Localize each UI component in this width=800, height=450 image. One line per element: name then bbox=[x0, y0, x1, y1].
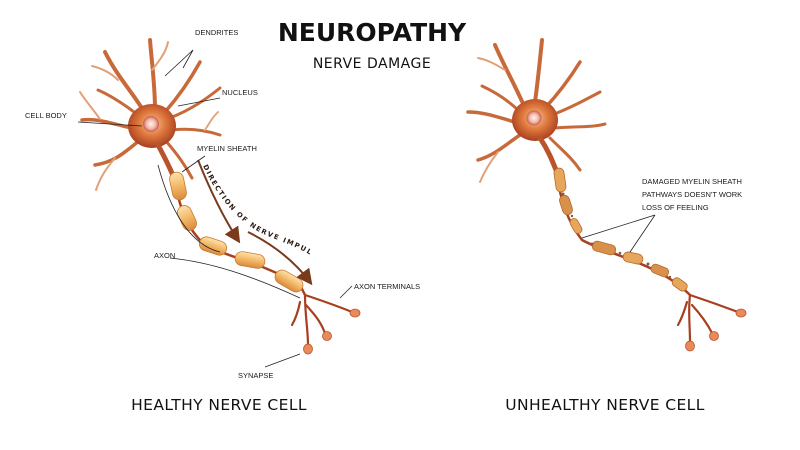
unhealthy-axon-terminals bbox=[676, 293, 740, 344]
myelin-pointer bbox=[181, 155, 206, 173]
caption-healthy: HEALTHY NERVE CELL bbox=[131, 396, 307, 414]
direction-arrow-2 bbox=[247, 231, 313, 286]
label-nucleus: NUCLEUS bbox=[222, 88, 258, 97]
label-synapse: SYNAPSE bbox=[238, 371, 273, 380]
damage-annotation-line-2: PATHWAYS DOESN'T WORK bbox=[642, 190, 742, 199]
label-axon: AXON bbox=[154, 251, 175, 260]
healthy-dendrites bbox=[79, 38, 222, 191]
damage-annotation-line-1: DAMAGED MYELIN SHEATH bbox=[642, 177, 742, 186]
label-cell-body: CELL BODY bbox=[25, 111, 67, 120]
healthy-nucleus bbox=[143, 116, 159, 132]
damage-pointer bbox=[581, 214, 656, 253]
cell-body-pointer bbox=[77, 121, 143, 127]
unhealthy-neuron: DAMAGED MYELIN SHEATH PATHWAYS DOESN'T W… bbox=[466, 38, 747, 414]
damaged-myelin-sheath bbox=[553, 167, 688, 292]
direction-arrow-1 bbox=[197, 159, 241, 244]
dendrites-pointer bbox=[164, 49, 194, 77]
healthy-myelin-sheath bbox=[169, 171, 304, 293]
synapse-pointer bbox=[264, 353, 301, 368]
healthy-synapse-bulbs bbox=[303, 308, 361, 355]
caption-unhealthy: UNHEALTHY NERVE CELL bbox=[505, 396, 705, 414]
page-title: NEUROPATHY bbox=[278, 18, 467, 47]
page-subtitle: NERVE DAMAGE bbox=[313, 56, 431, 72]
nucleus-pointer bbox=[177, 97, 221, 107]
label-dendrites: DENDRITES bbox=[195, 28, 238, 37]
label-axon-terminals: AXON TERMINALS bbox=[354, 282, 420, 291]
label-myelin-sheath: MYELIN SHEATH bbox=[197, 144, 257, 153]
unhealthy-synapse-bulbs bbox=[685, 308, 747, 352]
damage-annotation-line-3: LOSS OF FEELING bbox=[642, 203, 709, 212]
damage-annotation: DAMAGED MYELIN SHEATH PATHWAYS DOESN'T W… bbox=[642, 177, 744, 212]
healthy-axon-terminals bbox=[290, 293, 354, 347]
unhealthy-nucleus bbox=[526, 110, 542, 126]
damage-spots bbox=[561, 192, 672, 279]
axon-terminals-pointer bbox=[339, 285, 353, 299]
axon-bracket bbox=[157, 164, 301, 299]
